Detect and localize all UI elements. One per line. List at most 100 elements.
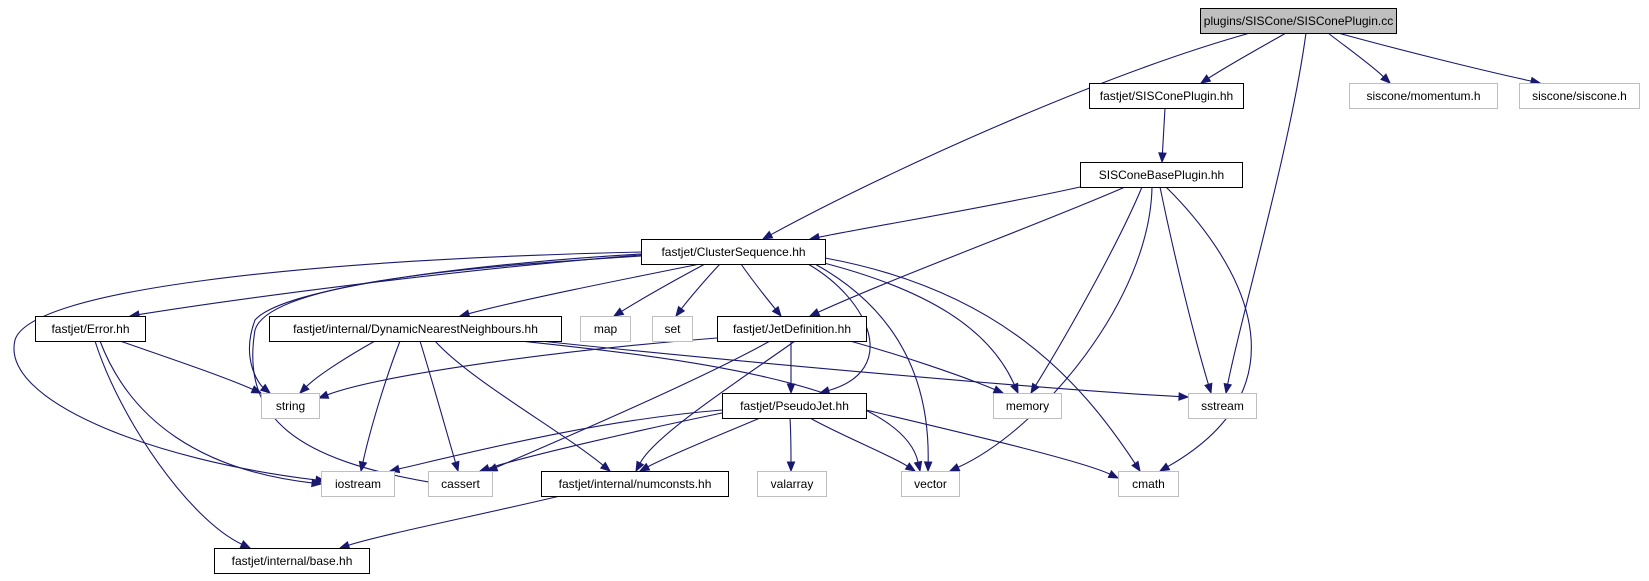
edge-line — [13, 251, 642, 481]
edge-line — [865, 409, 1111, 475]
edge-sisconebase_hh-to-vector — [948, 186, 1153, 472]
edge-line — [819, 261, 1015, 385]
node-label: iostream — [335, 477, 381, 491]
edge-clusterseq_hh-to-vector — [814, 263, 933, 473]
node-box — [214, 548, 370, 574]
node-label: set — [664, 322, 681, 336]
node-clusterseq-hh[interactable]: fastjet/ClusterSequence.hh — [641, 239, 826, 265]
node-box — [722, 393, 867, 419]
edge-line — [249, 253, 642, 388]
edge-line — [1227, 32, 1307, 385]
edge-line — [434, 340, 604, 466]
node-label: fastjet/internal/numconsts.hh — [559, 477, 712, 491]
node-label: cmath — [1132, 477, 1165, 491]
arrowhead-icon — [358, 460, 368, 473]
node-jetdef-hh[interactable]: fastjet/JetDefinition.hh — [717, 316, 867, 342]
arrowhead-icon — [315, 475, 327, 485]
edge-line — [824, 257, 1136, 464]
node-label: fastjet/SISConePlugin.hh — [1100, 89, 1233, 103]
edge-dnn_hh-to-sstream — [539, 340, 1190, 401]
edge-line — [398, 409, 723, 470]
arrowhead-icon — [761, 230, 774, 240]
node-label: fastjet/JetDefinition.hh — [733, 322, 851, 336]
arrowhead-icon — [913, 460, 923, 473]
edge-line — [770, 32, 1251, 236]
edge-error_hh-to-string — [119, 340, 263, 394]
edge-clusterseq_hh-to-error_hh — [128, 254, 642, 319]
edge-jetdef_hh-to-numconsts_hh — [635, 340, 796, 473]
edge-root-to-sstream — [1223, 32, 1307, 395]
node-numconsts-hh[interactable]: fastjet/internal/numconsts.hh — [541, 471, 729, 497]
arrowhead-icon — [808, 308, 821, 317]
node-base-hh[interactable]: fastjet/internal/base.hh — [214, 548, 370, 574]
edge-clusterseq_hh-to-cmath — [824, 257, 1141, 473]
arrowhead-icon — [992, 385, 1005, 394]
node-box — [321, 471, 395, 497]
edge-jetdef_hh-to-string — [317, 337, 718, 399]
edge-sisconebase_hh-to-cmath — [1158, 186, 1252, 472]
node-label: sstream — [1201, 399, 1244, 413]
node-map: map — [580, 316, 631, 342]
node-label: SISConeBasePlugin.hh — [1099, 168, 1224, 182]
edge-dnn_hh-to-numconsts_hh — [434, 340, 612, 472]
edge-pseudojet_hh-to-iostream — [388, 409, 723, 474]
node-pseudojet-hh[interactable]: fastjet/PseudoJet.hh — [722, 393, 867, 419]
edge-line — [809, 417, 908, 467]
edge-root-to-momentum_h — [1327, 32, 1391, 84]
node-error-hh[interactable]: fastjet/Error.hh — [35, 316, 146, 342]
node-vector: vector — [901, 471, 960, 497]
edge-clusterseq_hh-to-jetdef_hh — [740, 263, 782, 318]
node-box — [428, 471, 493, 497]
edge-sisconebase_hh-to-clusterseq_hh — [808, 186, 1081, 242]
edge-numconsts_hh-to-base_hh — [338, 495, 561, 550]
arrowhead-icon — [338, 540, 351, 550]
node-label: map — [594, 322, 618, 336]
edge-dnn_hh-to-cassert — [419, 340, 460, 473]
edge-clusterseq_hh-to-map — [612, 263, 706, 317]
edge-pseudojet_hh-to-vector — [809, 417, 917, 472]
node-label: fastjet/Error.hh — [51, 322, 129, 336]
arrowhead-icon — [239, 540, 252, 549]
node-dnn-hh[interactable]: fastjet/internal/DynamicNearestNeighbour… — [269, 316, 562, 342]
node-box — [641, 239, 826, 265]
include-edges — [13, 32, 1542, 550]
arrowhead-icon — [1199, 74, 1212, 84]
edge-line — [1327, 32, 1384, 78]
edge-line — [621, 263, 706, 312]
node-memory: memory — [993, 393, 1062, 419]
edge-clusterseq_hh-to-set — [675, 263, 721, 318]
node-label: siscone/momentum.h — [1366, 89, 1480, 103]
edge-line — [957, 186, 1153, 468]
node-box — [1349, 83, 1498, 109]
arrowhead-icon — [786, 461, 796, 473]
edge-sisconebase_hh-to-sstream — [1159, 186, 1213, 395]
node-label: fastjet/internal/base.hh — [232, 554, 353, 568]
arrowhead-icon — [675, 305, 686, 318]
edge-sisconebase_hh-to-memory — [1030, 186, 1143, 395]
node-cassert: cassert — [428, 471, 493, 497]
edge-line — [1208, 32, 1287, 79]
edge-jetdef_hh-to-memory — [849, 340, 1005, 394]
node-box — [35, 316, 146, 342]
edge-line — [362, 340, 401, 463]
include-nodes: plugins/SISCone/SISConePlugin.cc fastjet/… — [35, 8, 1640, 574]
node-box — [652, 316, 693, 342]
edge-clusterseq_hh-to-dnn_hh — [458, 263, 701, 318]
node-box — [1080, 162, 1243, 188]
edge-error_hh-to-base_hh — [94, 340, 252, 549]
edge-line — [348, 495, 561, 546]
node-string: string — [261, 393, 320, 419]
edge-root-to-sisconeplugin_hh — [1199, 32, 1287, 84]
arrowhead-icon — [904, 462, 917, 472]
node-root: plugins/SISCone/SISConePlugin.cc — [1200, 8, 1397, 34]
arrowhead-icon — [311, 478, 323, 488]
node-box — [261, 393, 320, 419]
node-sisconebase-hh[interactable]: SISConeBasePlugin.hh — [1080, 162, 1243, 188]
edge-error_hh-to-iostream — [99, 340, 323, 488]
node-sisconeplugin-hh[interactable]: fastjet/SISConePlugin.hh — [1089, 83, 1244, 109]
arrowhead-icon — [259, 383, 272, 394]
node-box — [993, 393, 1062, 419]
arrowhead-icon — [1158, 462, 1171, 472]
node-label: cassert — [441, 477, 480, 491]
